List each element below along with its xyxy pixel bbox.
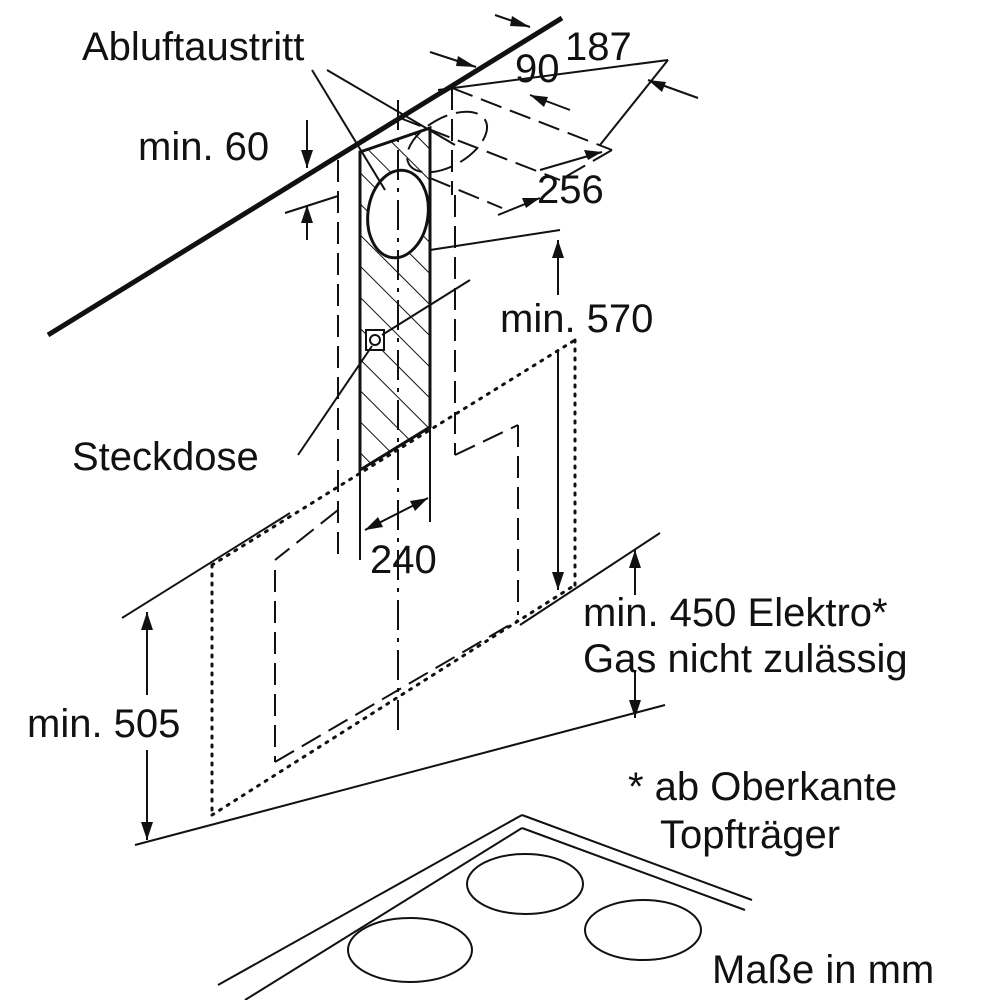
label-min-60: min. 60 (138, 125, 269, 169)
label-256: 256 (537, 168, 604, 212)
hob-reference-line-1 (519, 532, 661, 626)
dimension-90 (429, 51, 571, 111)
dimension-240 (359, 427, 431, 560)
dimension-min-570 (552, 240, 564, 590)
chimney-outline (274, 160, 519, 763)
label-90: 90 (515, 47, 560, 91)
label-min-570: min. 570 (500, 297, 653, 341)
leader-lines (297, 69, 471, 456)
hood-lower-line (121, 512, 291, 619)
dimension-min-505 (141, 612, 153, 840)
burner-3 (347, 917, 473, 983)
label-240: 240 (370, 538, 437, 582)
exhaust-duct (399, 87, 613, 209)
label-steckdose: Steckdose (72, 435, 259, 479)
hob-reference-line-2 (134, 704, 666, 846)
dimension-256 (497, 150, 603, 216)
label-187: 187 (565, 25, 632, 69)
label-min-450: min. 450 Elektro* (583, 591, 888, 635)
label-units: Maße in mm (712, 948, 934, 992)
label-gas: Gas nicht zulässig (583, 637, 908, 681)
note-line-1: * ab Oberkante (628, 765, 897, 809)
note-line-2: Topfträger (660, 813, 840, 857)
hood-outline (210, 338, 577, 817)
ceiling-line (46, 15, 564, 338)
dimension-min-450 (629, 550, 641, 718)
label-abluftaustritt: Abluftaustritt (82, 25, 304, 69)
dimension-min-60 (284, 120, 339, 240)
cooktop (217, 814, 753, 1000)
burner-1 (466, 853, 584, 915)
label-min-505: min. 505 (27, 702, 180, 746)
hood-upper-ref-line (429, 229, 561, 251)
burner-2 (584, 899, 702, 961)
dimension-187 (437, 14, 699, 146)
socket-icon (365, 329, 385, 351)
